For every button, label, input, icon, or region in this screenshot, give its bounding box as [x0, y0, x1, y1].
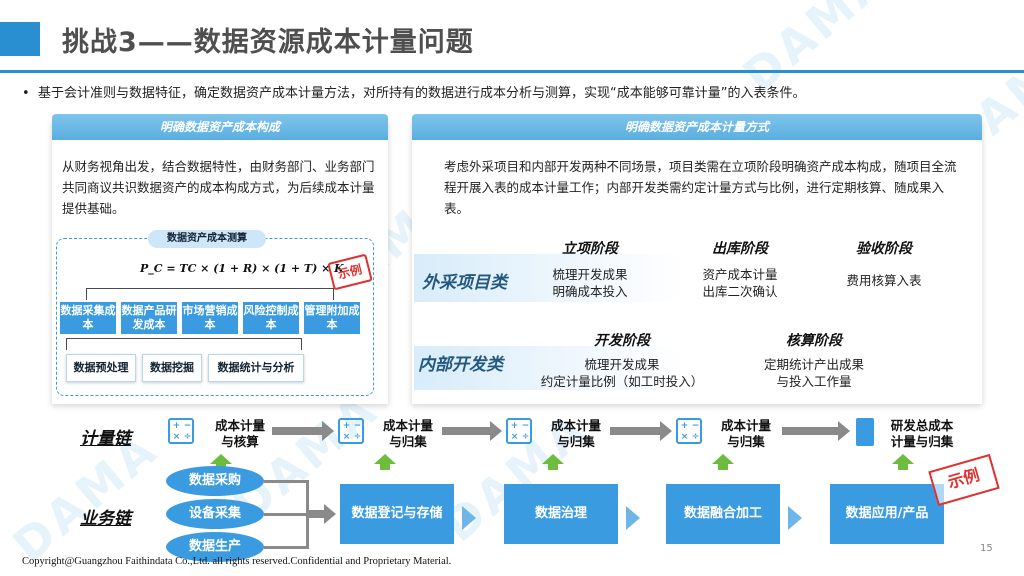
stage-heading: 立项阶段 — [562, 241, 618, 257]
business-step: 数据治理 — [504, 484, 618, 544]
measure-step-line: 成本计量 — [382, 418, 433, 433]
up-arrow — [892, 454, 914, 470]
measure-arrow — [782, 421, 850, 441]
business-step: 数据登记与存储 — [340, 484, 454, 544]
bullet-dot: • — [22, 86, 30, 101]
measure-step: 成本计量与归集 — [538, 418, 614, 450]
measure-step: 成本计量与归集 — [708, 418, 784, 450]
right-panel-text: 考虑外采项目和内部开发两种不同场景，项目类需在立项阶段明确资产成本构成，随项目全… — [444, 159, 957, 216]
calculator-icon: +−×÷ — [506, 418, 532, 444]
stage-text-line: 费用核算入表 — [846, 273, 922, 288]
measure-arrow — [272, 421, 334, 441]
page-number: 15 — [980, 543, 993, 554]
business-arrow — [462, 506, 476, 530]
cost-item: 数据采集成本 — [60, 302, 116, 334]
stage-text-line: 出库二次确认 — [702, 284, 778, 299]
formula-tag: 数据资产成本测算 — [148, 230, 266, 248]
cost-item: 数据产品研发成本 — [121, 302, 177, 334]
calculator-icon: +−×÷ — [338, 418, 364, 444]
internal-band — [414, 346, 684, 390]
calculator-icon — [856, 418, 874, 446]
source-oval: 数据采购 — [166, 466, 264, 496]
title-divider — [0, 70, 1024, 73]
measure-arrow — [610, 421, 672, 441]
stage-text: 梳理开发成果明确成本投入 — [530, 266, 650, 300]
up-arrow — [374, 454, 396, 470]
calculator-icon: +−×÷ — [168, 418, 194, 444]
measure-step-line: 与归集 — [727, 434, 765, 449]
measure-step-line: 研发总成本 — [890, 418, 954, 433]
connector-line — [306, 480, 309, 549]
title-accent-bar — [0, 22, 40, 56]
stage-text-line: 梳理开发成果 — [552, 267, 628, 282]
up-arrow — [712, 454, 734, 470]
up-arrow — [542, 454, 564, 470]
stage-text-line: 梳理开发成果 — [584, 357, 660, 372]
measure-step-line: 与核算 — [221, 434, 259, 449]
business-chain-label: 业务链 — [80, 509, 131, 529]
measure-step-line: 成本计量 — [214, 418, 265, 433]
connector-arrow — [308, 504, 336, 524]
page-title: 挑战3——数据资源成本计量问题 — [62, 27, 474, 58]
cost-item: 管理附加成本 — [304, 302, 360, 334]
stage-text-line: 资产成本计量 — [702, 267, 778, 282]
measure-step-line: 成本计量 — [720, 418, 771, 433]
measure-arrow — [442, 421, 502, 441]
measure-step-line: 与归集 — [389, 434, 427, 449]
business-step: 数据融合加工 — [666, 484, 780, 544]
measure-step: 成本计量与归集 — [370, 418, 446, 450]
stage-heading: 核算阶段 — [786, 333, 842, 349]
formula-bracket — [86, 288, 334, 300]
process-item: 数据挖掘 — [142, 354, 202, 382]
intro-bullet: • 基于会计准则与数据特征，确定数据资产成本计量方法，对所持有的数据进行成本分析与… — [22, 82, 805, 101]
process-bracket — [66, 338, 302, 350]
left-panel-heading: 明确数据资产成本构成 — [52, 114, 388, 140]
source-oval: 数据生产 — [166, 532, 264, 562]
up-arrow — [210, 454, 232, 470]
business-step: 数据应用/产品 — [830, 484, 944, 544]
measure-step-line: 计量与归集 — [890, 434, 954, 449]
source-oval: 设备采集 — [166, 499, 264, 529]
measure-step: 研发总成本计量与归集 — [880, 418, 964, 450]
stage-text: 资产成本计量出库二次确认 — [680, 266, 800, 300]
business-arrow — [626, 506, 640, 530]
process-item: 数据统计与分析 — [208, 354, 304, 382]
measure-step-line: 成本计量 — [550, 418, 601, 433]
stage-heading: 开发阶段 — [594, 333, 650, 349]
stage-text-line: 与投入工作量 — [776, 374, 852, 389]
copyright-footer: Copyright@Guangzhou Faithindata Co.,Ltd.… — [22, 556, 452, 567]
stage-text: 费用核算入表 — [824, 272, 944, 289]
cost-formula: P_C = TC × (1 + R) × (1 + T) × K — [140, 262, 344, 275]
measure-step: 成本计量与核算 — [202, 418, 278, 450]
intro-text: 基于会计准则与数据特征，确定数据资产成本计量方法，对所持有的数据进行成本分析与测… — [38, 86, 806, 101]
cost-item: 市场营销成本 — [182, 302, 238, 334]
right-panel-heading: 明确数据资产成本计量方式 — [412, 114, 982, 140]
internal-label: 内部开发类 — [418, 355, 503, 375]
sample-stamp: 示例 — [928, 453, 1000, 507]
connector-line — [264, 513, 308, 516]
process-item: 数据预处理 — [66, 354, 136, 382]
stage-text-line: 明确成本投入 — [552, 284, 628, 299]
connector-line — [264, 480, 308, 483]
stage-text-line: 约定计量比例（如工时投入） — [540, 374, 704, 389]
stage-heading: 验收阶段 — [856, 241, 912, 257]
business-arrow — [788, 506, 802, 530]
measure-chain-label: 计量链 — [80, 429, 131, 449]
stage-text: 定期统计产出成果与投入工作量 — [744, 356, 884, 390]
outsourced-label: 外采项目类 — [422, 273, 507, 293]
connector-line — [264, 546, 308, 549]
calculator-icon: +−×÷ — [676, 418, 702, 444]
stage-text-line: 定期统计产出成果 — [763, 357, 864, 372]
stage-text: 梳理开发成果约定计量比例（如工时投入） — [512, 356, 732, 390]
outsourced-band — [414, 254, 684, 302]
cost-item: 风险控制成本 — [243, 302, 299, 334]
measure-step-line: 与归集 — [557, 434, 595, 449]
stage-heading: 出库阶段 — [712, 241, 768, 257]
left-panel-text: 从财务视角出发，结合数据特性，由财务部门、业务部门共同商议共识数据资产的成本构成… — [62, 159, 375, 216]
